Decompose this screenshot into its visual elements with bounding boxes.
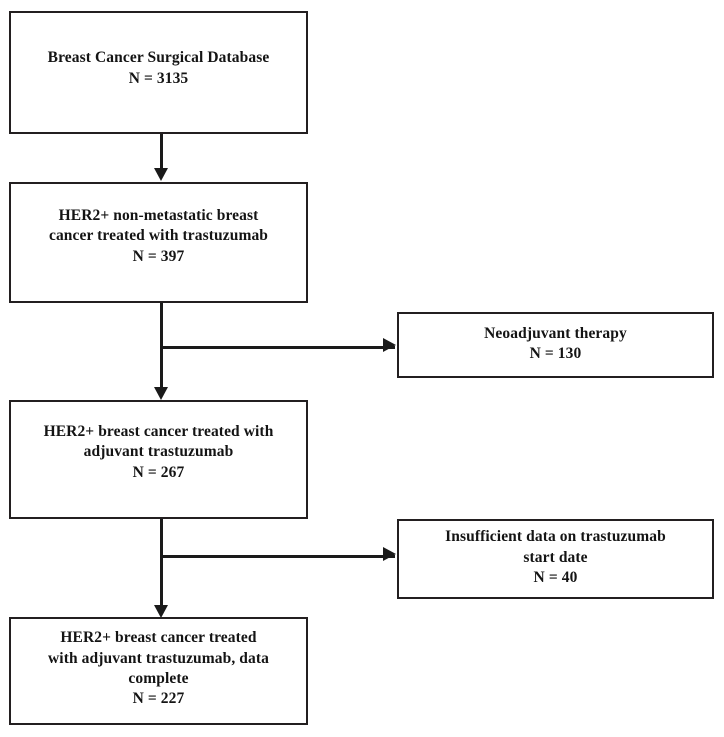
node-her2-nonmetastatic: HER2+ non-metastatic breast cancer treat… [9, 182, 308, 303]
node-breast-cancer-surgical-database-text: Breast Cancer Surgical Database N = 3135 [47, 49, 270, 87]
connector-database-to-her2-line [160, 134, 163, 169]
connector-adjuvant-to-complete-line [160, 519, 163, 605]
connector-her2-to-adjuvant-line [160, 303, 163, 387]
node-her2-adjuvant-data-complete: HER2+ breast cancer treated with adjuvan… [9, 617, 308, 725]
node-neoadjuvant-therapy-excluded: Neoadjuvant therapy N = 130 [397, 312, 714, 378]
node-her2-adjuvant-data-complete-text: HER2+ breast cancer treated with adjuvan… [48, 629, 269, 708]
node-her2-nonmetastatic-text: HER2+ non-metastatic breast cancer treat… [48, 206, 269, 265]
node-insufficient-data-excluded: Insufficient data on trastuzumab start d… [397, 519, 714, 599]
node-neoadjuvant-therapy-excluded-text: Neoadjuvant therapy N = 130 [484, 324, 627, 362]
connector-adjuvant-to-insufficient-line [160, 555, 395, 558]
arrow-right-icon-her2-to-neoadjuvant [383, 338, 396, 352]
node-her2-adjuvant-trastuzumab: HER2+ breast cancer treated with adjuvan… [9, 400, 308, 519]
arrow-down-icon-database-to-her2 [154, 168, 168, 181]
node-insufficient-data-excluded-text: Insufficient data on trastuzumab start d… [445, 528, 666, 587]
node-breast-cancer-surgical-database: Breast Cancer Surgical Database N = 3135 [9, 11, 308, 134]
arrow-right-icon-adjuvant-to-insufficient [383, 547, 396, 561]
node-her2-adjuvant-trastuzumab-text: HER2+ breast cancer treated with adjuvan… [43, 422, 274, 481]
arrow-down-icon-her2-to-adjuvant [154, 387, 168, 400]
connector-her2-to-neoadjuvant-line [160, 346, 395, 349]
